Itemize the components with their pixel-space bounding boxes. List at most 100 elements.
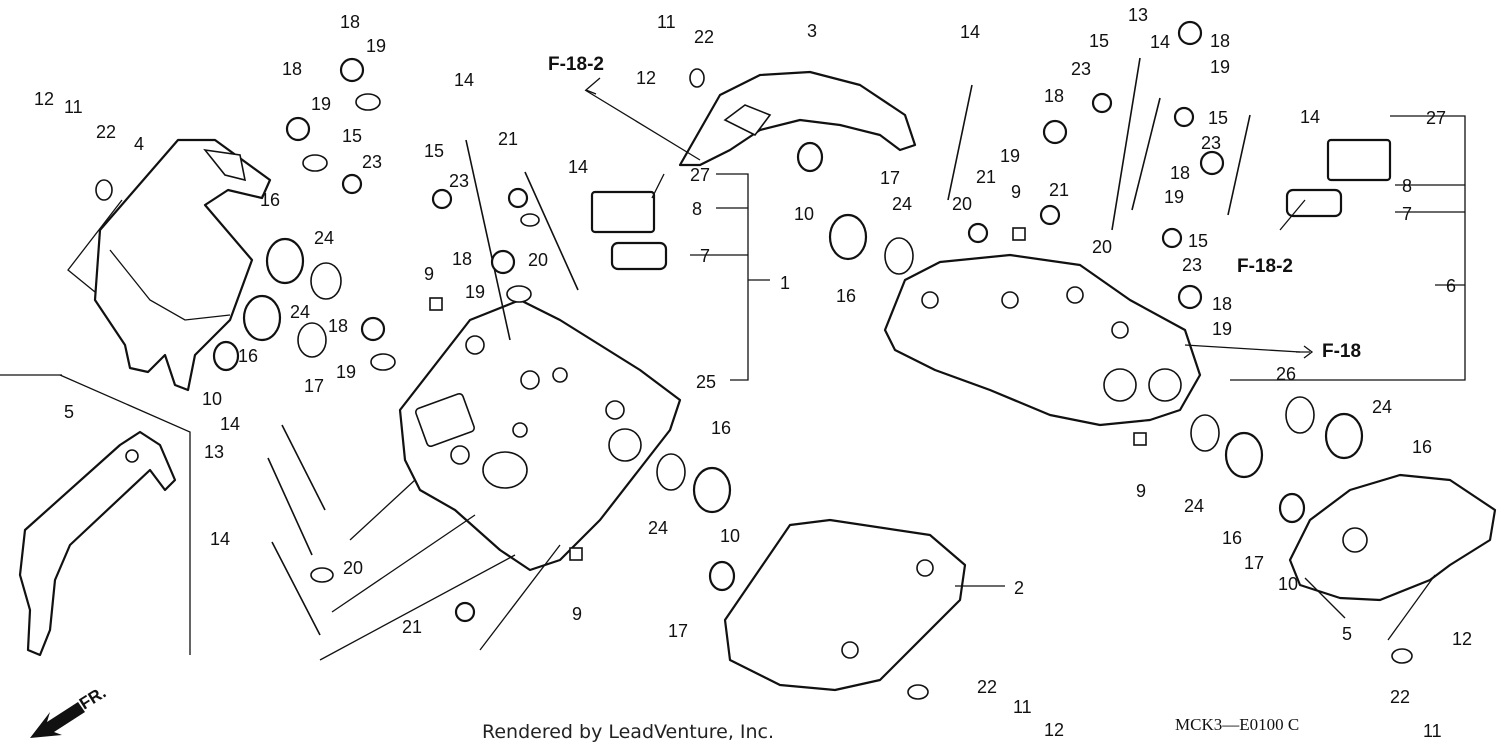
part-16-seal-3 (828, 213, 868, 261)
front-head-port (414, 392, 476, 448)
footer-credit: Rendered by LeadVenture, Inc. (482, 721, 774, 743)
part-9-dowel-3 (569, 547, 583, 561)
reference-f18: F-18 (1322, 341, 1361, 362)
reference-f18-2-right: F-18-2 (1237, 256, 1293, 277)
part-8-bracket-left (590, 190, 656, 234)
callout-27a: 27 (690, 165, 710, 185)
part-20-washer-1 (520, 213, 540, 227)
callout-24b: 24 (290, 302, 310, 322)
part-3-cover-inner (723, 104, 772, 137)
callout-24a: 24 (314, 228, 334, 248)
callout-18h: 18 (1212, 294, 1232, 314)
callout-14a: 14 (454, 70, 474, 90)
callout-27b: 27 (1426, 108, 1446, 128)
callout-19d: 19 (465, 282, 485, 302)
callout-11b: 11 (657, 12, 676, 32)
callout-22b: 22 (694, 27, 714, 47)
part-19-washer-1 (355, 93, 381, 111)
part-24-oring-4 (656, 453, 686, 491)
front-head-hole-4 (605, 400, 625, 420)
part-19-washer-3 (370, 353, 396, 371)
part-4-side-cover (93, 138, 272, 392)
rear-head-hole-1 (921, 291, 939, 309)
part-19-washer-2 (302, 154, 328, 172)
callout-18c: 18 (328, 316, 348, 336)
callout-14b: 14 (568, 157, 588, 177)
callout-12c: 12 (1044, 720, 1064, 740)
part-16-seal-6 (1324, 412, 1364, 460)
callout-9a: 9 (424, 264, 434, 284)
part-5-rear-hole (1342, 527, 1368, 553)
callout-12d: 12 (1452, 629, 1472, 649)
part-9-dowel-1 (429, 297, 443, 311)
callout-16f: 16 (1412, 437, 1432, 457)
part-15-nut-3 (1091, 92, 1113, 114)
callout-5a: 5 (64, 402, 74, 422)
part-18-cap-8 (1177, 284, 1203, 310)
callout-23c: 23 (1071, 59, 1091, 79)
callout-22a: 22 (96, 122, 116, 142)
callout-22c: 22 (977, 677, 997, 697)
callout-14f: 14 (1150, 32, 1170, 52)
part-18-cap-6 (1042, 119, 1068, 145)
callout-15a: 15 (342, 126, 362, 146)
callout-18f: 18 (1044, 86, 1064, 106)
rear-head-port-1 (1103, 368, 1137, 402)
part-18-cap-4 (490, 249, 516, 275)
part-5-rear-guard (1288, 473, 1497, 602)
callout-23d: 23 (1201, 133, 1221, 153)
reference-arrow-top (585, 77, 601, 95)
part-21-nut-2 (967, 222, 989, 244)
part-21-nut-1 (507, 187, 529, 209)
callout-11d: 11 (1423, 721, 1442, 741)
part-24-oring-5 (1190, 414, 1220, 452)
part-20-washer-2 (310, 567, 334, 583)
part-14-stud-rear-1 (947, 84, 973, 201)
part-22-washer-2 (689, 68, 705, 88)
callout-24e: 24 (1184, 496, 1204, 516)
part-15-nut-5 (1161, 227, 1183, 249)
callout-13a: 13 (204, 442, 224, 462)
rear-head-hole-2 (1001, 291, 1019, 309)
callout-17b: 17 (880, 168, 900, 188)
part-7-gasket-right (1285, 188, 1343, 218)
callout-5b: 5 (1342, 624, 1352, 644)
callout-13b: 13 (1128, 5, 1148, 25)
callout-20a: 20 (528, 250, 548, 270)
part-14-stud-front-1 (465, 139, 511, 341)
callout-12a: 12 (34, 89, 54, 109)
callout-9b: 9 (1011, 182, 1021, 202)
callout-16c: 16 (836, 286, 856, 306)
part-14-stud-rear-3 (1227, 114, 1251, 216)
part-16-seal-4 (692, 466, 732, 514)
callout-17d: 17 (1244, 553, 1264, 573)
part-13-stud-rear (1111, 57, 1141, 231)
callout-16e: 16 (1222, 528, 1242, 548)
part-2-bolt-hole-1 (916, 559, 934, 577)
front-cylinder-head (398, 298, 682, 572)
callout-4: 4 (134, 134, 144, 154)
callout-3: 3 (807, 21, 817, 41)
callout-24f: 24 (1372, 397, 1392, 417)
callout-18g: 18 (1170, 163, 1190, 183)
callout-21a: 21 (498, 129, 518, 149)
callout-16b: 16 (238, 346, 258, 366)
callout-26: 26 (1276, 364, 1296, 384)
callout-15d: 15 (1208, 108, 1228, 128)
front-head-hole-2 (520, 370, 540, 390)
part-2-lower-cover (723, 518, 967, 692)
part-10-plug-2 (796, 141, 824, 173)
part-9-dowel-2 (1012, 227, 1026, 241)
callout-1: 1 (780, 273, 790, 293)
callout-15b: 15 (424, 141, 444, 161)
rear-head-hole-3 (1066, 286, 1084, 304)
part-10-plug-4 (1278, 492, 1306, 524)
callout-19a: 19 (366, 36, 386, 56)
rear-head-hole-4 (1111, 321, 1129, 339)
part-19-washer-4 (506, 285, 532, 303)
part-18-cap-1 (339, 57, 365, 83)
callout-19e: 19 (1210, 57, 1230, 77)
callout-21c: 21 (1049, 180, 1069, 200)
part-18-cap-2 (285, 116, 311, 142)
